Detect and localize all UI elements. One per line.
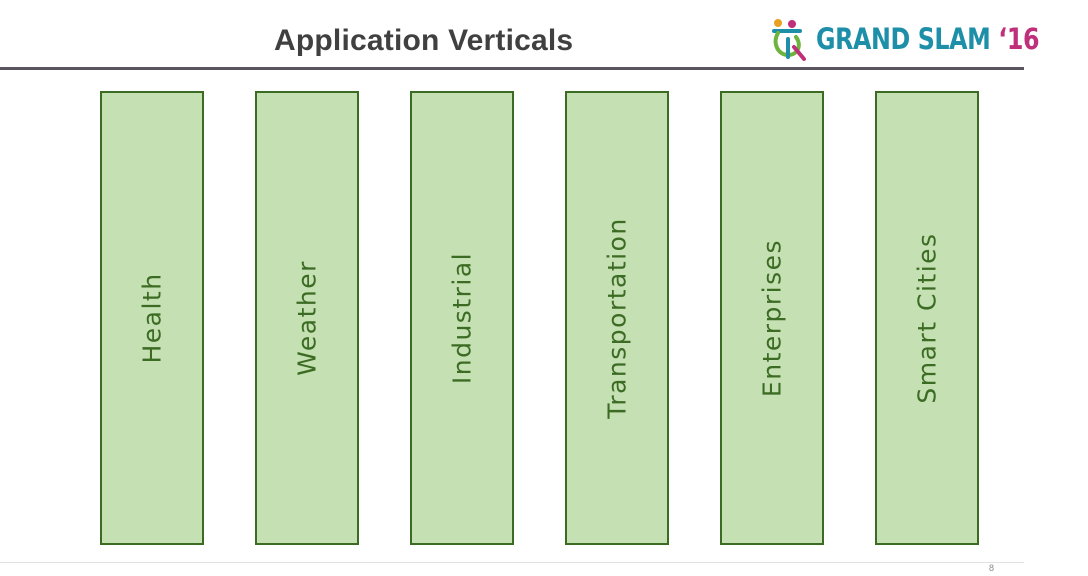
vertical-label: Health — [137, 272, 167, 364]
grand-slam-logo-icon — [772, 19, 806, 61]
logo-text: GRAND SLAM — [816, 22, 991, 56]
vertical-column-smart-cities: Smart Cities — [875, 91, 979, 545]
page-number: 8 — [988, 563, 994, 573]
vertical-column-enterprises: Enterprises — [720, 91, 824, 545]
vertical-column-health: Health — [100, 91, 204, 545]
logo-wordmark: GRAND SLAM ‘16 — [816, 22, 1040, 56]
vertical-column-industrial: Industrial — [410, 91, 514, 545]
vertical-label: Smart Cities — [912, 232, 942, 404]
vertical-label: Weather — [292, 260, 322, 376]
vertical-label: Enterprises — [757, 238, 787, 398]
footer-line — [0, 562, 1024, 563]
title-rule — [0, 67, 1024, 70]
logo-year: ‘16 — [998, 22, 1040, 56]
page-title: Application Verticals — [274, 24, 574, 57]
vertical-column-weather: Weather — [255, 91, 359, 545]
vertical-label: Industrial — [447, 251, 477, 385]
vertical-column-transportation: Transportation — [565, 91, 669, 545]
logo: GRAND SLAM ‘16 — [770, 16, 1088, 62]
vertical-label: Transportation — [602, 217, 632, 419]
